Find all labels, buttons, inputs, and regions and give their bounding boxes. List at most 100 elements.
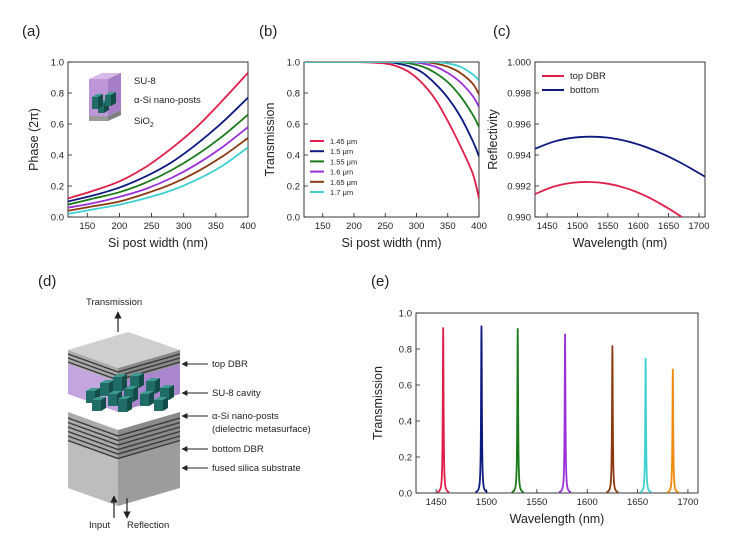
dbr-layer — [67, 430, 181, 451]
y-tick-label: 0.6 — [51, 119, 64, 130]
y-tick-label: 0.2 — [287, 181, 300, 192]
label-metasurface: (dielectric metasurface) — [212, 424, 311, 435]
nano-post-side — [155, 378, 160, 394]
plot-frame — [534, 61, 706, 218]
legend-label: bottom — [570, 85, 599, 96]
legend-label: 1.45 μm — [330, 137, 357, 146]
series-line-bottom — [535, 135, 705, 178]
series-line-1 — [68, 97, 248, 203]
nano-post-top — [130, 373, 144, 376]
nano-post-top — [154, 397, 168, 400]
y-axis-label: Reflectivity — [486, 109, 500, 170]
resonance-peak — [558, 333, 572, 493]
x-axis-label: Wavelength (nm) — [510, 512, 605, 526]
legend-label: 1.65 μm — [330, 178, 357, 187]
inset-label-sio2: SiO2 — [134, 116, 154, 129]
x-tick-label: 1650 — [658, 221, 679, 232]
resonance-peak — [666, 368, 679, 494]
x-tick-label: 1500 — [476, 497, 497, 508]
y-tick-label: 0.4 — [399, 416, 412, 427]
nano-post-front — [118, 399, 127, 412]
x-tick-label: 250 — [144, 221, 160, 232]
x-tick-label: 150 — [79, 221, 95, 232]
y-tick-label: 0.6 — [399, 380, 412, 391]
panel-label-d: (d) — [38, 273, 56, 290]
y-tick-label: 0.2 — [51, 181, 64, 192]
x-tick-label: 300 — [409, 221, 425, 232]
legend-label: 1.7 μm — [330, 188, 353, 197]
nano-post-front — [92, 400, 101, 411]
y-tick-label: 0.990 — [507, 212, 531, 223]
nano-post-blocks — [92, 92, 116, 113]
resonance-peak — [639, 357, 652, 494]
nano-post-top — [160, 385, 174, 388]
series-line-1.6-μm — [304, 62, 479, 108]
nano-post-side — [149, 391, 154, 406]
bottom-dbr-stripes — [67, 417, 181, 460]
y-tick-label: 0.0 — [287, 212, 300, 223]
nano-post-side — [139, 373, 144, 388]
x-tick-label: 1600 — [577, 497, 598, 508]
resonance-peak — [475, 325, 488, 493]
panel-label-b: (b) — [259, 23, 277, 40]
legend-label: top DBR — [570, 71, 606, 82]
legend-label: 1.55 μm — [330, 157, 357, 166]
nano-post-side — [133, 386, 138, 402]
nano-post-top — [118, 396, 132, 399]
label-su8-cavity: SU-8 cavity — [212, 388, 261, 399]
dbr-layer — [67, 426, 181, 446]
series-line-1.5-μm — [304, 62, 479, 157]
y-axis-label: Transmission — [371, 366, 385, 440]
nano-post-front — [130, 376, 139, 388]
series-line-1.65-μm — [304, 62, 479, 95]
series-line-5 — [68, 146, 248, 215]
y-tick-label: 0.6 — [287, 119, 300, 130]
nano-post-front — [100, 383, 109, 396]
dbr-layer — [67, 417, 181, 437]
x-tick-label: 400 — [240, 221, 256, 232]
dbr-layer — [67, 353, 181, 373]
resonance-peak — [606, 345, 619, 494]
nano-post-front — [124, 389, 133, 402]
y-tick-label: 0.998 — [507, 88, 531, 99]
y-tick-label: 0.0 — [51, 212, 64, 223]
inset-device-schematic — [89, 73, 121, 121]
nano-post-top — [113, 374, 127, 377]
nano-post-front — [108, 394, 117, 406]
y-axis-label: Transmission — [263, 103, 277, 177]
nano-post-top — [108, 391, 122, 394]
x-tick-label: 250 — [377, 221, 393, 232]
label-bottom-dbr: bottom DBR — [212, 444, 264, 455]
y-tick-label: 0.8 — [51, 88, 64, 99]
y-tick-label: 0.8 — [287, 88, 300, 99]
y-tick-label: 0.996 — [507, 119, 531, 130]
nano-post-top — [140, 391, 154, 394]
y-tick-label: 1.000 — [507, 57, 531, 68]
y-tick-label: 0.992 — [507, 181, 531, 192]
nano-post-front — [86, 391, 95, 403]
y-tick-label: 1.0 — [399, 308, 412, 319]
series-line-2 — [68, 114, 248, 206]
nano-post-top — [124, 386, 138, 389]
plot-frame — [67, 61, 249, 218]
nano-post-front — [146, 381, 155, 394]
plot-frame — [415, 312, 699, 494]
resonance-peak — [436, 327, 450, 493]
label-substrate: fused silica substrate — [212, 463, 301, 474]
nano-post-front — [160, 388, 169, 400]
series-line-4 — [68, 137, 248, 212]
nano-post-array — [86, 373, 174, 412]
x-tick-label: 200 — [111, 221, 127, 232]
nano-post-front — [113, 377, 122, 391]
input-label: Input — [89, 520, 110, 531]
nano-post-top — [92, 397, 106, 400]
x-tick-label: 1600 — [628, 221, 649, 232]
inset-label-su8: SU-8 — [134, 76, 156, 87]
panel-label-e: (e) — [371, 273, 389, 290]
nano-post-side — [122, 374, 127, 391]
